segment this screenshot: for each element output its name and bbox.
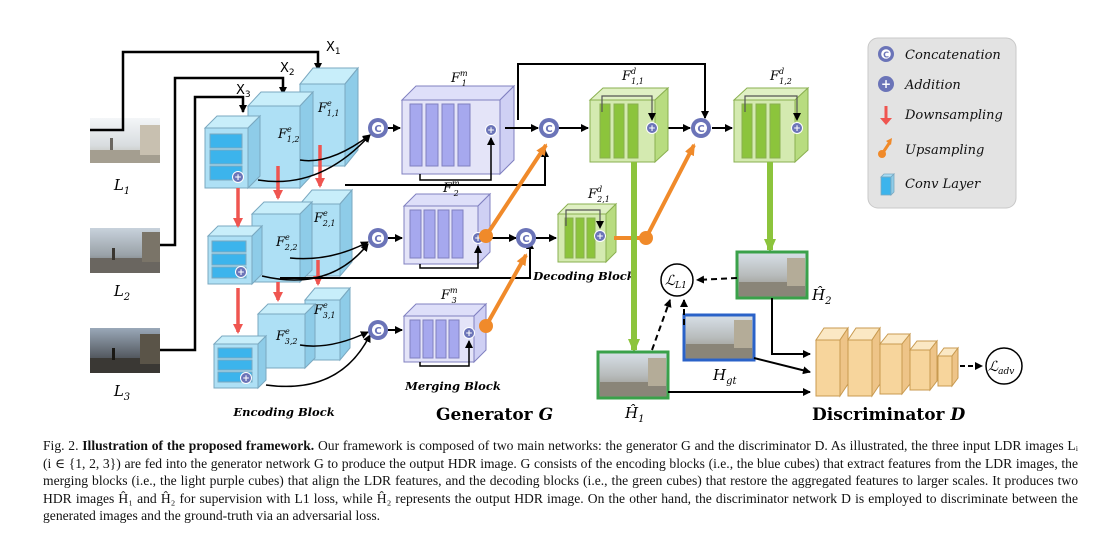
output-image-h2 (735, 250, 809, 300)
merging-block-label: Merging Block (404, 379, 501, 393)
svg-text:+: + (242, 374, 250, 384)
addition-icon (232, 171, 244, 183)
svg-text:C: C (545, 124, 552, 135)
adversarial-loss: ℒadv (985, 347, 1023, 385)
generator-title: Generator G (436, 405, 553, 425)
hgt-label: Hgt (712, 366, 737, 387)
svg-text:+: + (237, 268, 245, 278)
addition-icon (594, 230, 606, 242)
input-label-l1: L1 (113, 176, 130, 197)
upsampling-origin (639, 231, 653, 245)
legend-label: Upsampling (905, 143, 984, 158)
concatenation-icon: C (368, 228, 388, 248)
addition-icon (235, 266, 247, 278)
downsampling-icon (880, 106, 892, 125)
svg-text:C: C (522, 234, 529, 245)
addition-icon (485, 124, 497, 136)
concatenation-icon: C (368, 118, 388, 138)
addition-icon (791, 122, 803, 134)
legend-label: Downsampling (904, 108, 1003, 123)
discriminator-network (815, 326, 959, 398)
discriminator-title: Discriminator D (812, 405, 965, 425)
concatenation-icon: C (878, 46, 894, 62)
legend-label: Addition (904, 78, 961, 93)
caption-bold-title: Illustration of the proposed framework. (82, 438, 315, 453)
svg-text:C: C (374, 326, 381, 337)
merging-block (400, 84, 516, 364)
input-image-l2 (90, 228, 160, 273)
caption-figure-label: Fig. 2. (43, 438, 79, 453)
addition-icon: + (878, 76, 894, 92)
legend: C + Concatenation Addition Downsampling … (867, 37, 1017, 209)
x2-label: X2 (280, 61, 295, 78)
output-image-h1 (596, 350, 670, 400)
input-image-l1 (90, 118, 160, 163)
svg-text:C: C (883, 51, 889, 60)
svg-text:+: + (793, 124, 801, 134)
svg-text:ℒL1: ℒL1 (665, 273, 687, 291)
encoding-block-label: Encoding Block (232, 405, 334, 419)
svg-text:C: C (374, 234, 381, 245)
downsampling-arrows (233, 145, 325, 334)
svg-text:+: + (474, 234, 482, 244)
x1-label: X1 (326, 40, 341, 57)
concatenation-icon: C (691, 118, 711, 138)
legend-label: Conv Layer (905, 177, 981, 192)
addition-icon (646, 122, 658, 134)
addition-icon (463, 327, 475, 339)
h2-label: Ĥ2 (811, 286, 831, 307)
framework-diagram: L1 L2 L3 X1 X2 X3 (90, 37, 1023, 425)
encoding-to-concat-arrows (257, 134, 371, 388)
svg-text:C: C (697, 124, 704, 135)
decoding-block-label: Decoding Block (532, 269, 635, 283)
svg-text:+: + (465, 329, 473, 339)
l1-loss: ℒL1 (660, 263, 694, 297)
svg-text:C: C (374, 124, 381, 135)
svg-text:+: + (596, 232, 604, 242)
svg-text:+: + (487, 126, 495, 136)
legend-label: Concatenation (905, 48, 1001, 63)
svg-text:+: + (881, 77, 891, 91)
decoding-block (556, 86, 810, 264)
input-label-l3: L3 (113, 382, 130, 403)
addition-icon (240, 372, 252, 384)
input-image-l3 (90, 328, 160, 373)
encoding-block (203, 66, 360, 390)
concatenation-icon: C (539, 118, 559, 138)
upsampling-origin (479, 229, 493, 243)
ground-truth-image (682, 313, 756, 362)
concatenation-icon: C (516, 228, 536, 248)
concatenation-icon: C (368, 320, 388, 340)
svg-text:+: + (648, 124, 656, 134)
h1-label: Ĥ1 (624, 404, 644, 425)
upsampling-origin (479, 319, 493, 333)
figure-caption: Fig. 2. Illustration of the proposed fra… (43, 437, 1078, 525)
svg-text:ℒadv: ℒadv (988, 359, 1014, 377)
x3-label: X3 (236, 83, 251, 100)
input-label-l2: L2 (113, 282, 130, 303)
input-routing (90, 50, 322, 352)
conv-layer-icon (880, 173, 895, 196)
caption-body: Our framework is composed of two main ne… (43, 438, 1078, 524)
upsampling-icon (878, 138, 892, 158)
svg-text:+: + (234, 173, 242, 183)
